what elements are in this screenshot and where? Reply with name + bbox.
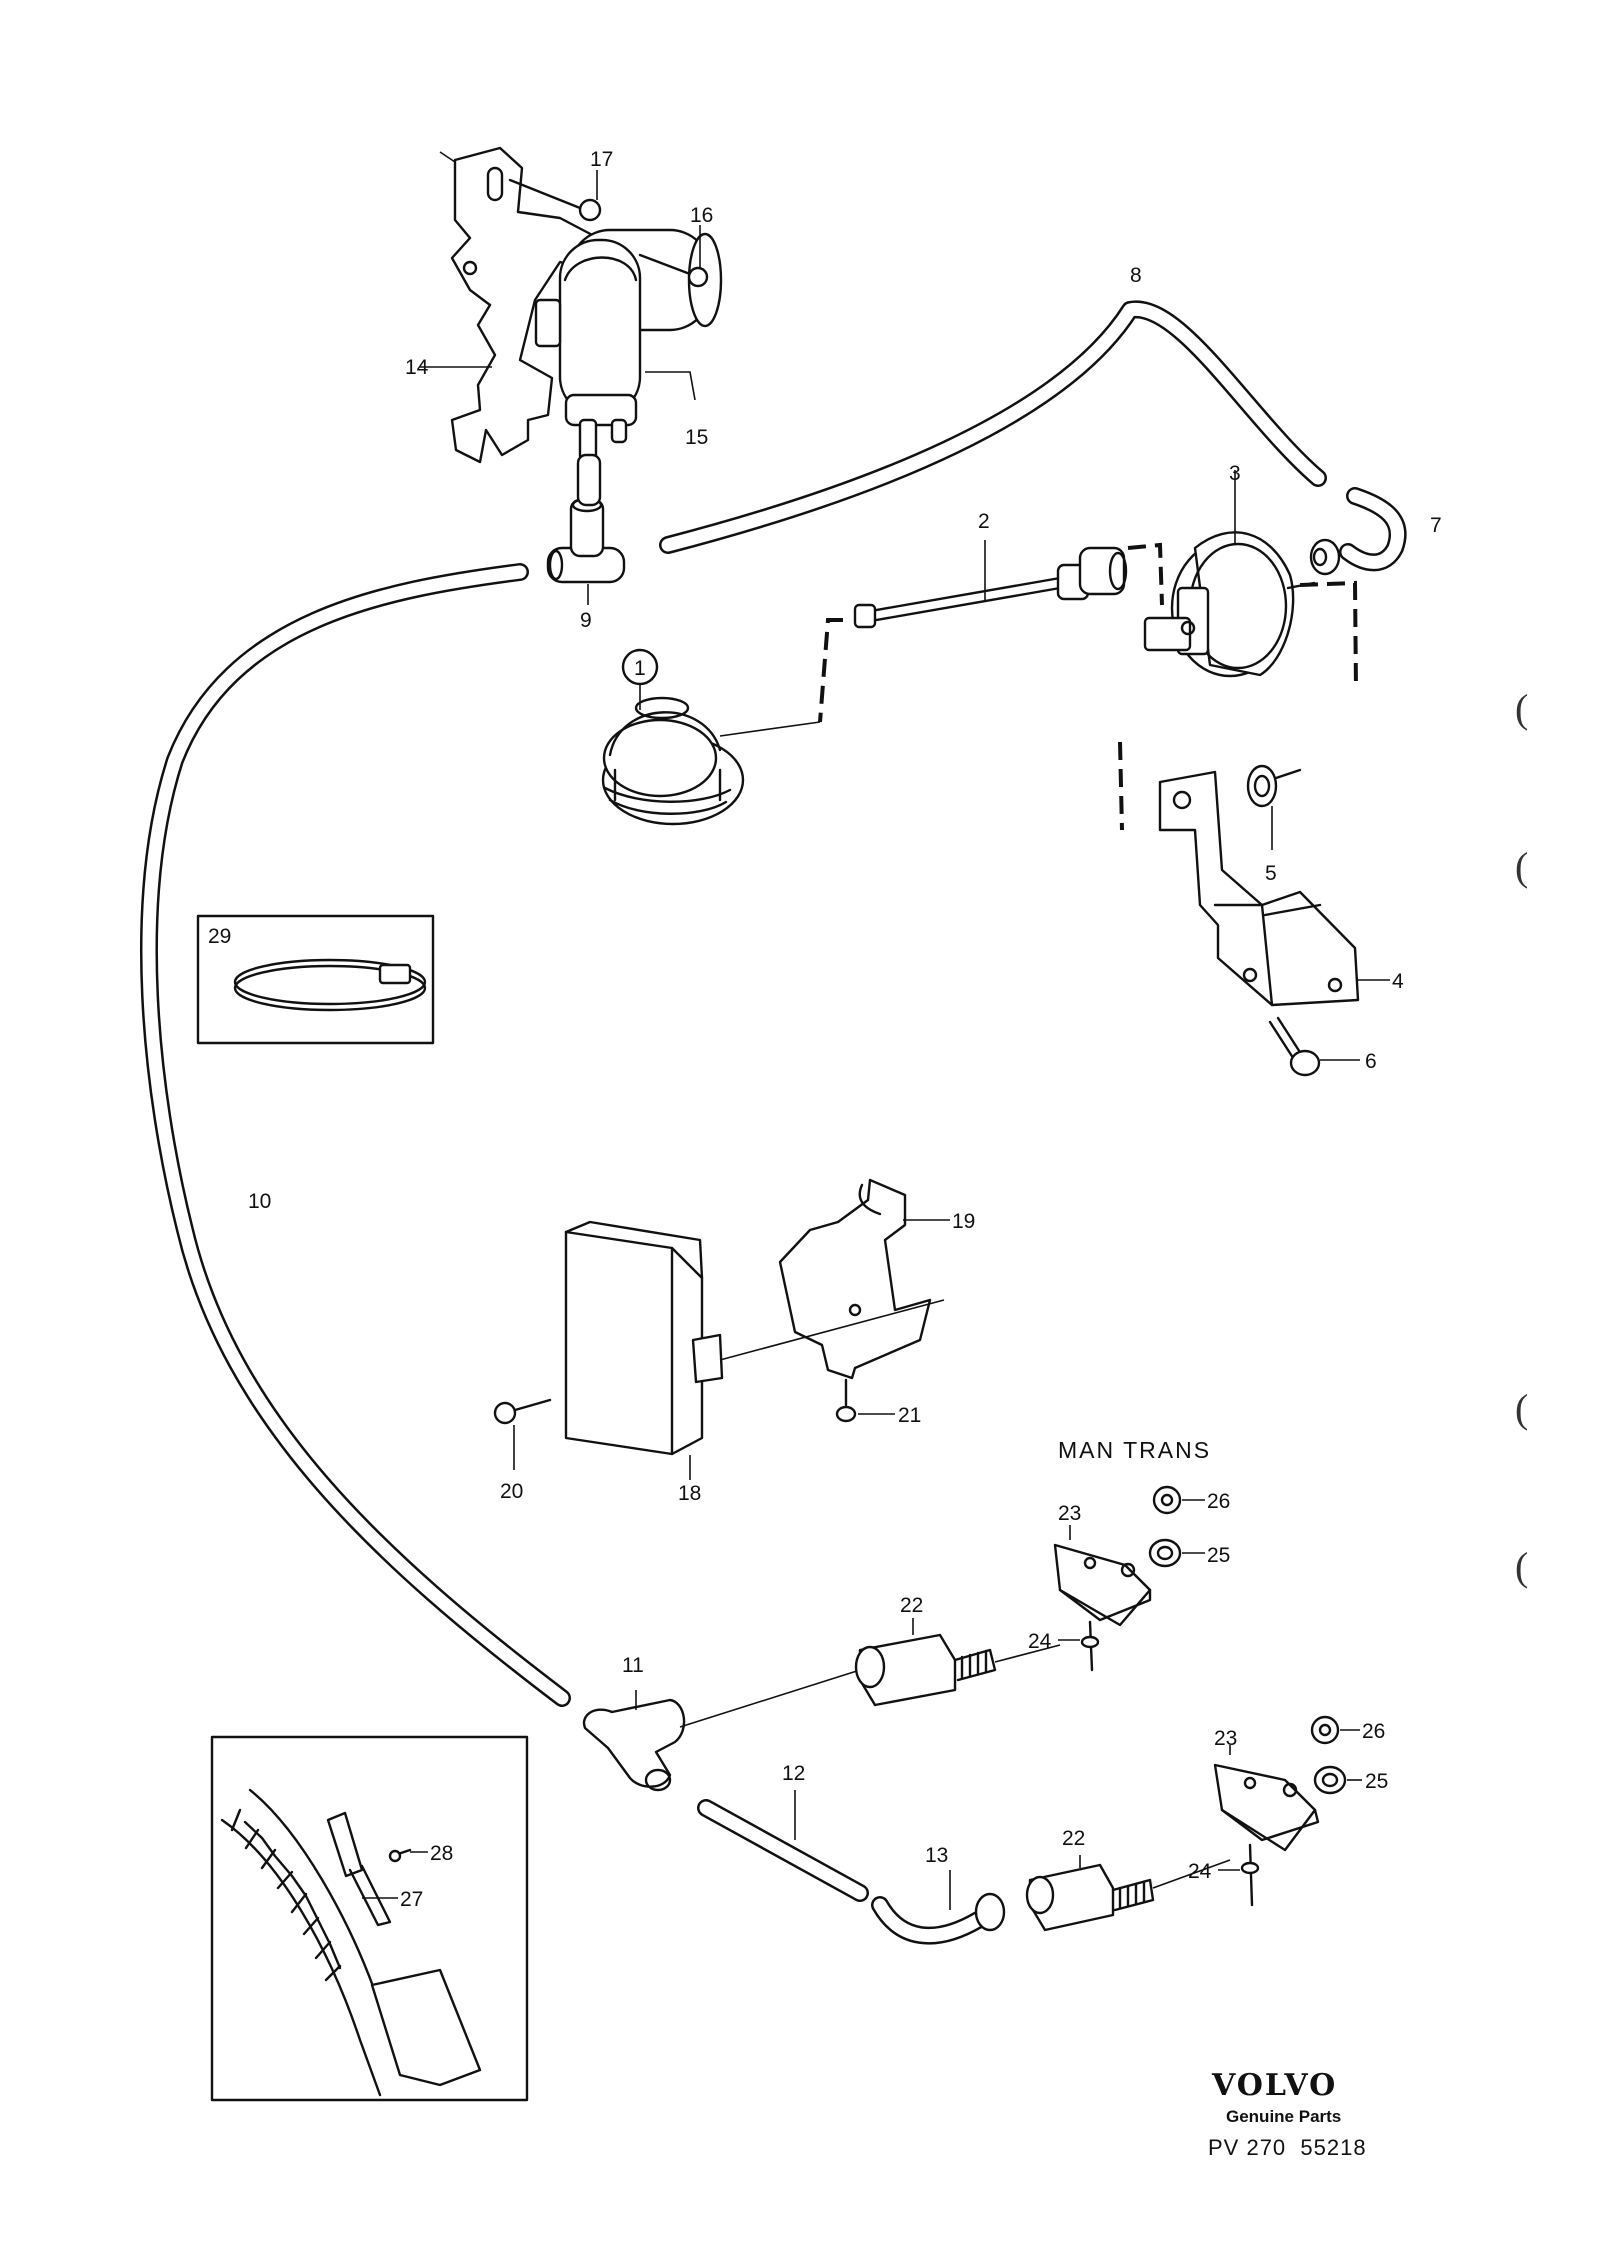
- callout-12: 12: [782, 1762, 805, 1785]
- callout-23-upper: 23: [1058, 1502, 1081, 1525]
- solenoid-valve-15: [534, 228, 723, 462]
- callout-14: 14: [405, 356, 429, 379]
- callout-20: 20: [500, 1480, 523, 1503]
- bracket-14: [439, 146, 600, 464]
- callout-11: 11: [622, 1654, 644, 1677]
- throttle-cable-2: [853, 540, 1128, 629]
- callout-numbers: 1 2 3 4 5 6 7 8 9 10 11 12 13 14 15 16 1…: [208, 148, 1442, 1911]
- callout-8: 8: [1130, 264, 1142, 287]
- vacuum-switch-22-lower: [1025, 1855, 1155, 1932]
- switch-bracket-23-upper: [1053, 1525, 1152, 1627]
- vacuum-hose-8: [659, 300, 1327, 554]
- margin-mark: (: [1515, 1544, 1528, 1589]
- callout-17: 17: [590, 148, 613, 171]
- bracket-19: [778, 1178, 950, 1380]
- callout-16: 16: [690, 204, 713, 227]
- callout-15: 15: [685, 426, 708, 449]
- linkage-dashed-lines: [719, 542, 1358, 831]
- callout-7: 7: [1430, 514, 1442, 537]
- callout-4: 4: [1392, 970, 1404, 993]
- rivet-24-lower: [1218, 1843, 1260, 1907]
- callout-10: 10: [248, 1190, 271, 1213]
- hose-clamp-inset-29: [196, 914, 435, 1045]
- volvo-logo-text: VOLVO: [1211, 2068, 1337, 2103]
- callout-25-lower: 25: [1365, 1770, 1388, 1793]
- callout-26-lower: 26: [1362, 1720, 1385, 1743]
- callout-22-lower: 22: [1062, 1827, 1085, 1850]
- vacuum-hose-10: [139, 563, 571, 1707]
- callout-25-upper: 25: [1207, 1544, 1230, 1567]
- t-connector-11: [582, 1669, 861, 1792]
- switch-line-lower: [1152, 1859, 1231, 1889]
- vacuum-servo-3: [1143, 470, 1316, 678]
- screw-20: [493, 1398, 552, 1470]
- hose-12: [697, 1790, 869, 1902]
- genuine-parts-text: Genuine Parts: [1226, 2107, 1341, 2126]
- callout-28: 28: [430, 1842, 453, 1865]
- screw-21: [835, 1378, 895, 1423]
- margin-marks: ( ( ( (: [1515, 686, 1528, 1589]
- bolt-6: [1268, 1016, 1360, 1077]
- control-unit-18: [564, 1220, 724, 1480]
- callout-5: 5: [1265, 862, 1277, 885]
- man-trans-label: MAN TRANS: [1058, 1437, 1211, 1463]
- switch-bracket-23-lower: [1213, 1745, 1320, 1852]
- callout-24-upper: 24: [1028, 1630, 1052, 1653]
- bracket-4: [1158, 770, 1390, 1007]
- valve-hose-stub: [576, 453, 602, 507]
- nut-25-upper: [1148, 1538, 1205, 1568]
- callout-27: 27: [400, 1888, 423, 1911]
- reference-number: PV 270 55218: [1208, 2135, 1367, 2160]
- branding-block: VOLVO Genuine Parts PV 270 55218: [1208, 2068, 1367, 2160]
- callout-6: 6: [1365, 1050, 1377, 1073]
- callout-19: 19: [952, 1210, 975, 1233]
- washer-26-lower: [1310, 1715, 1360, 1745]
- vacuum-switch-22-upper: [854, 1618, 997, 1707]
- switch-line-upper: [994, 1644, 1061, 1663]
- callout-24-lower: 24: [1188, 1860, 1212, 1883]
- callout-29: 29: [208, 925, 231, 948]
- margin-mark: (: [1515, 1386, 1528, 1431]
- pedal-inset-27-28: [210, 1735, 529, 2102]
- callout-23-lower: 23: [1214, 1727, 1237, 1750]
- callout-26-upper: 26: [1207, 1490, 1230, 1513]
- throttle-actuator-1: [601, 648, 745, 826]
- callout-13: 13: [925, 1844, 948, 1867]
- callout-22-upper: 22: [900, 1594, 923, 1617]
- nut-5: [1246, 764, 1302, 850]
- washer-26-upper: [1152, 1485, 1205, 1515]
- callout-2: 2: [978, 510, 990, 533]
- rivet-24-upper: [1058, 1620, 1100, 1672]
- margin-mark: (: [1515, 686, 1528, 731]
- mounting-line-18-19: [719, 1299, 945, 1361]
- screw-17: [508, 170, 602, 222]
- callout-21: 21: [898, 1404, 921, 1427]
- hose-elbow-7: [1309, 487, 1407, 576]
- elbow-13: [871, 1870, 1006, 1945]
- t-connector-9: [546, 497, 626, 605]
- callout-1: 1: [634, 657, 646, 680]
- nut-25-lower: [1313, 1765, 1362, 1795]
- margin-mark: (: [1515, 844, 1528, 889]
- screw-16: [638, 225, 709, 288]
- callout-18: 18: [678, 1482, 701, 1505]
- callout-9: 9: [580, 609, 592, 632]
- callout-3: 3: [1229, 462, 1241, 485]
